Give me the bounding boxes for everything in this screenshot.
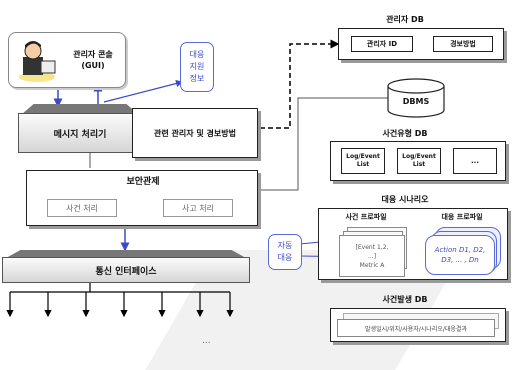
dbms-label: DBMS bbox=[402, 96, 430, 106]
event-list-2: Log/Event List bbox=[397, 148, 441, 174]
security-control-title: 보안관제 bbox=[126, 176, 160, 187]
incident-processing[interactable]: 사고 처리 bbox=[163, 199, 233, 217]
comm-interface[interactable]: 통신 인터페이스 bbox=[2, 257, 250, 283]
event-processing[interactable]: 사건 처리 bbox=[47, 199, 117, 217]
response-support-info: 대응 지원 정보 bbox=[180, 42, 214, 92]
response-info-line2: 지원 bbox=[189, 62, 205, 71]
comm-interface-top bbox=[6, 250, 246, 258]
event-profile-title: 사건 프로파일 bbox=[345, 213, 387, 221]
admin-db[interactable]: 관리자 ID 경보방법 bbox=[338, 28, 504, 60]
response-profile[interactable]: Action D1, D2, D3, ... , Dn bbox=[425, 235, 495, 275]
event-occurrence-db[interactable]: 발생일시/위치/사용자/시나리오/대응결과 bbox=[330, 308, 506, 342]
bottom-ellipsis: ... bbox=[202, 336, 211, 346]
event-type-db[interactable]: Log/Event List Log/Event List ... bbox=[330, 141, 506, 181]
console-label-line1: 관리자 콘솔 bbox=[73, 50, 113, 59]
event-occurrence-db-title: 사건발생 DB bbox=[382, 294, 428, 304]
operator-avatar-icon bbox=[17, 39, 57, 83]
comm-interface-label: 통신 인터페이스 bbox=[95, 266, 157, 277]
message-processor[interactable]: 메시지 처리기 bbox=[18, 113, 142, 153]
event-list-1: Log/Event List bbox=[341, 148, 385, 174]
response-scenario[interactable]: 사건 프로파일 대응 프로파일 [Event 1,2, ...] Metric … bbox=[318, 208, 508, 280]
admin-alarm-box[interactable]: 관련 관리자 및 경보방법 bbox=[132, 108, 258, 158]
event-list-more: ... bbox=[453, 148, 497, 174]
admin-db-title: 관리자 DB bbox=[386, 14, 424, 24]
dbms-cylinder[interactable]: DBMS bbox=[386, 78, 446, 118]
message-processor-top bbox=[22, 104, 138, 114]
response-profile-title: 대응 프로파일 bbox=[441, 213, 483, 221]
console-label-line2: (GUI) bbox=[81, 61, 105, 70]
response-info-line1: 대응 bbox=[189, 50, 205, 59]
alarm-method-field: 경보방법 bbox=[433, 36, 493, 52]
occurrence-record-fields: 발생일시/위치/사용자/시나리오/대응결과 bbox=[337, 319, 495, 337]
event-type-db-title: 사건유형 DB bbox=[382, 128, 428, 138]
message-processor-label: 메시지 처리기 bbox=[53, 129, 107, 140]
response-info-line3: 정보 bbox=[189, 74, 205, 83]
admin-alarm-label: 관련 관리자 및 경보방법 bbox=[154, 128, 236, 138]
security-control[interactable]: 보안관제 사건 처리 사고 처리 bbox=[26, 170, 258, 226]
admin-console[interactable]: 관리자 콘솔 (GUI) bbox=[8, 32, 126, 88]
response-scenario-title: 대응 시나리오 bbox=[381, 194, 429, 204]
event-profile[interactable]: [Event 1,2, ...] Metric A bbox=[339, 235, 405, 277]
admin-id-field: 관리자 ID bbox=[351, 36, 413, 52]
console-label: 관리자 콘솔 (GUI) bbox=[61, 45, 125, 75]
auto-response: 자동 대응 bbox=[268, 234, 302, 270]
